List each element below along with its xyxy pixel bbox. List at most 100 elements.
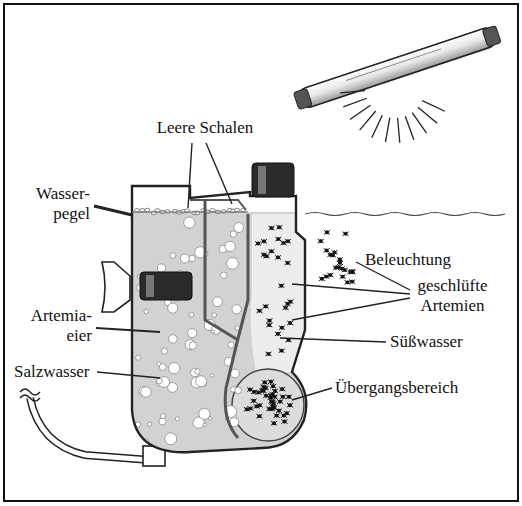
artemia — [336, 265, 342, 269]
artemia — [275, 237, 281, 241]
artemia — [279, 387, 285, 391]
artemia — [266, 323, 272, 327]
artemia — [268, 399, 274, 403]
bubble — [160, 414, 165, 419]
lamp — [293, 25, 501, 143]
bubble — [141, 387, 151, 397]
transition-zone-label: Übergangsbereich — [335, 378, 505, 398]
empty-shell — [234, 208, 239, 212]
bubble — [147, 422, 151, 426]
artemia — [319, 277, 325, 281]
bubble — [170, 253, 176, 259]
bubble — [232, 305, 241, 314]
artemia — [257, 403, 263, 407]
bubble — [159, 364, 166, 371]
bubble — [211, 374, 214, 377]
bubble — [235, 387, 242, 394]
artemia — [281, 241, 287, 245]
artemia — [279, 326, 285, 330]
bubble — [213, 297, 223, 307]
artemia — [272, 389, 278, 393]
artemia — [266, 319, 272, 323]
artemia — [324, 248, 330, 252]
lighting-label: Beleuchtung — [365, 250, 485, 270]
bubble — [228, 342, 234, 348]
artemia — [277, 400, 283, 404]
artemia — [347, 270, 353, 274]
artemia — [280, 395, 286, 399]
artemia — [285, 261, 291, 265]
artemia — [287, 300, 293, 304]
leader-lines — [94, 143, 410, 400]
fresh-water-label: Süßwasser — [390, 332, 500, 352]
artemia — [324, 230, 330, 234]
artemia — [268, 380, 274, 384]
artemia — [282, 420, 288, 424]
bubble — [231, 369, 240, 378]
artemia — [318, 239, 324, 243]
label-slot: Wasser- pegel — [18, 184, 90, 224]
empty-shell — [210, 208, 215, 212]
artemia — [255, 241, 261, 245]
bubble — [161, 348, 167, 354]
light-ray — [385, 118, 389, 143]
label-slot: Übergangsbereich — [335, 378, 505, 398]
artemia — [349, 280, 355, 284]
bubble — [175, 417, 179, 421]
light-ray — [372, 115, 383, 138]
artemia — [262, 380, 268, 384]
bubble — [157, 264, 165, 272]
bubble — [211, 330, 214, 333]
bubble — [168, 303, 178, 313]
light-ray — [422, 101, 445, 112]
water-surface — [305, 213, 505, 216]
light-ray — [405, 116, 414, 139]
bubble — [203, 423, 206, 426]
bubble — [212, 313, 217, 318]
artemia — [256, 414, 262, 418]
artemia — [340, 275, 346, 279]
bubble — [184, 217, 195, 228]
artemia — [264, 254, 270, 258]
light-ray — [360, 111, 376, 130]
light-ray — [350, 105, 370, 119]
label-slot: Süßwasser — [390, 332, 500, 352]
artemia — [255, 390, 261, 394]
salt-water-label: Salzwasser — [14, 362, 114, 382]
artemia — [244, 407, 250, 411]
artemia — [275, 255, 281, 259]
artemia — [279, 349, 285, 353]
artemia — [287, 321, 293, 325]
artemia — [268, 394, 274, 398]
artemia — [271, 421, 277, 425]
artemia — [270, 384, 276, 388]
artemia — [287, 403, 293, 407]
water-level-label: Wasser- pegel — [18, 184, 90, 224]
artemia — [251, 399, 257, 403]
frame — [4, 4, 518, 501]
bubble — [227, 258, 239, 270]
bubble — [136, 355, 141, 360]
empty-shell — [221, 210, 226, 214]
light-ray — [418, 107, 437, 123]
artemia — [269, 226, 275, 230]
bubble — [144, 309, 148, 313]
bubble — [191, 368, 200, 377]
label-slot: Leere Schalen — [140, 118, 270, 138]
artemia — [278, 284, 284, 288]
artemia — [265, 352, 271, 356]
artemia — [275, 332, 281, 336]
artemia — [261, 385, 267, 389]
artemia — [343, 232, 349, 236]
light-ray — [343, 98, 366, 107]
artemia — [263, 304, 269, 308]
artemia — [286, 395, 292, 399]
hatched-artemia-label: geschlüfte Artemien — [395, 276, 510, 316]
artemia — [284, 411, 290, 415]
empty-shell — [145, 208, 150, 212]
bubble — [156, 378, 162, 384]
label-slot: geschlüfte Artemien — [395, 276, 510, 316]
bubble — [234, 223, 244, 233]
artemia — [323, 275, 329, 279]
